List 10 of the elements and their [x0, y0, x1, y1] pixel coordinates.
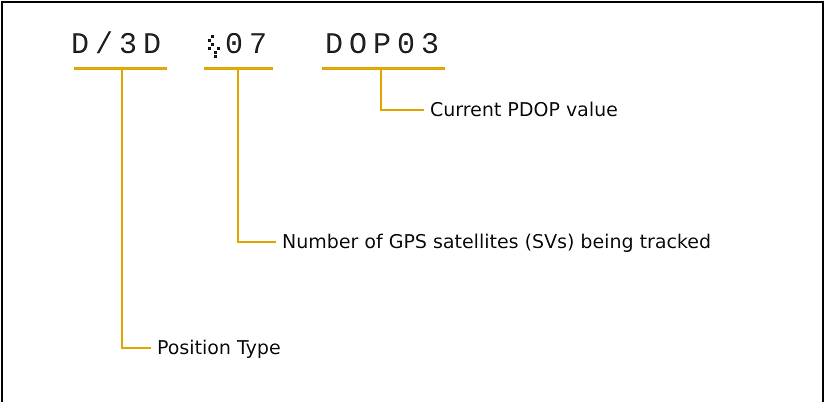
display-text: D/3D	[70, 30, 167, 60]
leader-line	[121, 70, 151, 349]
display-text: 07	[224, 30, 273, 60]
callout-label: Current PDOP value	[430, 98, 618, 122]
leader-line	[380, 70, 424, 111]
display-reading	[74, 28, 167, 70]
callout-label: Number of GPS satellites (SVs) being tracked	[282, 230, 712, 254]
display-text: DOP03	[324, 30, 445, 60]
leader-line	[237, 70, 276, 243]
callout-label: Position Type	[157, 336, 281, 360]
